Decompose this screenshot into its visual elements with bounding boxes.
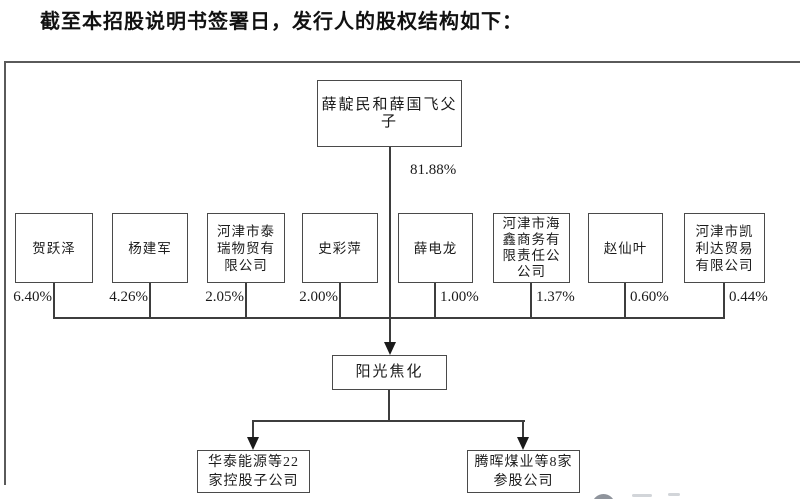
node-label: 华泰能源等22 家控股子公司	[208, 454, 299, 489]
node-label: 贺跃泽	[32, 240, 76, 256]
node-shareholder-4: 史彩萍	[302, 213, 378, 283]
connector-shareholder-7	[624, 283, 626, 319]
node-shareholder-1: 贺跃泽	[15, 213, 93, 283]
connector-subsidiary-1	[252, 420, 254, 440]
connector-bus-line	[53, 317, 725, 319]
node-shareholder-3: 河津市泰 瑞物贸有 限公司	[207, 213, 285, 283]
watermark-text-fragment	[668, 493, 680, 496]
node-shareholder-5: 薛电龙	[398, 213, 473, 283]
node-label: 杨建军	[128, 240, 172, 256]
pct-shareholder-3: 2.05%	[205, 289, 244, 305]
node-label: 阳光焦化	[355, 364, 424, 380]
connector-subsidiary-2	[522, 420, 524, 440]
node-participating-companies: 腾晖煤业等8家 参股公司	[467, 450, 580, 493]
node-controlling-shareholders: 薛靛民和薛国飞父子	[317, 80, 462, 147]
connector-shareholder-6	[530, 283, 532, 319]
controller-ownership-pct: 81.88%	[410, 162, 457, 178]
node-shareholder-8: 河津市凯 利达贸易 有限公司	[684, 213, 765, 283]
node-controlled-subsidiaries: 华泰能源等22 家控股子公司	[197, 450, 310, 493]
pct-shareholder-8: 0.44%	[729, 289, 768, 305]
node-label: 史彩萍	[318, 240, 362, 256]
connector-shareholder-8	[723, 283, 725, 319]
connector-issuer-down	[388, 390, 390, 421]
pct-shareholder-4: 2.00%	[299, 289, 338, 305]
connector-shareholder-4	[339, 283, 341, 319]
node-label: 河津市凯 利达贸易 有限公司	[695, 223, 754, 273]
connector-branch-line	[252, 420, 525, 422]
node-label: 赵仙叶	[603, 240, 648, 256]
node-label: 腾晖煤业等8家 参股公司	[474, 454, 573, 489]
connector-shareholder-3	[245, 283, 247, 319]
diagram-frame-left-border	[4, 61, 6, 485]
pct-shareholder-1: 6.40%	[13, 289, 52, 305]
watermark-logo-icon	[592, 494, 615, 499]
page-title: 截至本招股说明书签署日，发行人的股权结构如下：	[40, 11, 523, 33]
node-label: 薛电龙	[413, 240, 458, 256]
pct-shareholder-2: 4.26%	[109, 289, 148, 305]
node-label: 薛靛民和薛国飞父子	[321, 96, 458, 130]
node-shareholder-7: 赵仙叶	[588, 213, 663, 283]
connector-controller-to-issuer	[389, 147, 391, 343]
arrowhead-icon	[247, 437, 259, 450]
node-shareholder-2: 杨建军	[112, 213, 188, 283]
pct-shareholder-7: 0.60%	[630, 289, 669, 305]
arrowhead-icon	[384, 342, 396, 355]
pct-shareholder-6: 1.37%	[536, 289, 575, 305]
node-shareholder-6: 河津市海 鑫商务有 限责任公 公司	[493, 213, 570, 283]
connector-shareholder-5	[434, 283, 436, 319]
watermark-text-fragment	[632, 494, 652, 497]
arrowhead-icon	[517, 437, 529, 450]
node-label: 河津市海 鑫商务有 限责任公 公司	[502, 216, 561, 279]
connector-shareholder-2	[149, 283, 151, 319]
node-label: 河津市泰 瑞物贸有 限公司	[217, 223, 275, 273]
pct-shareholder-5: 1.00%	[440, 289, 479, 305]
connector-shareholder-1	[53, 283, 55, 319]
node-issuer: 阳光焦化	[332, 355, 447, 390]
diagram-frame-top-border	[4, 61, 800, 63]
